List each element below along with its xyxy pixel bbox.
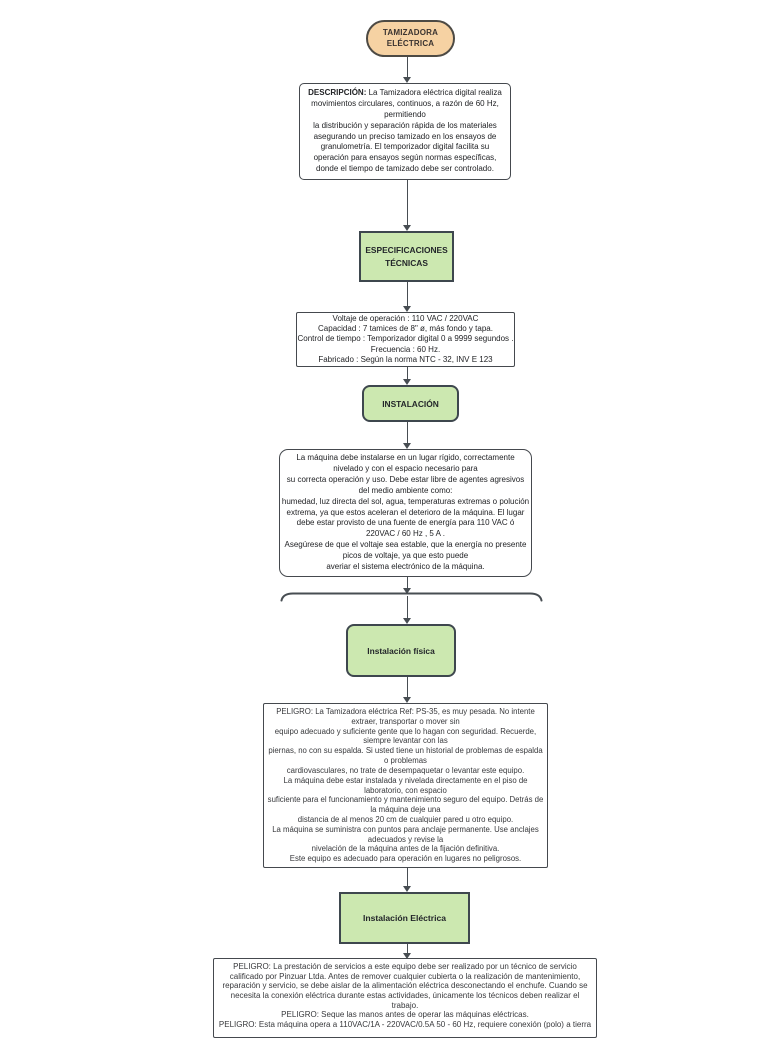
specs-box: Voltaje de operación : 110 VAC / 220VAC …	[296, 312, 515, 367]
description-label: DESCRIPCIÓN:	[308, 88, 367, 97]
terminator-tamizadora-electrica: TAMIZADORA ELÉCTRICA	[366, 20, 455, 57]
arrow-head-icon	[403, 886, 412, 892]
arrow-shaft	[406, 57, 409, 78]
electrical-lines: PELIGRO: La prestación de servicios a es…	[218, 962, 592, 1030]
process-label: Instalación física	[367, 645, 435, 656]
arrow-shaft	[406, 596, 409, 619]
arrow-head-icon	[403, 443, 412, 449]
arrow-head-icon	[403, 306, 412, 312]
arrow-shaft	[406, 577, 409, 589]
connector-arrow-7	[403, 596, 412, 624]
description-text: DESCRIPCIÓN: La Tamizadora eléctrica dig…	[308, 88, 502, 175]
process-label: INSTALACIÓN	[382, 398, 439, 409]
specs-lines: Voltaje de operación : 110 VAC / 220VAC …	[297, 314, 514, 364]
connector-arrow-1	[403, 57, 412, 83]
arrow-head-icon	[403, 618, 412, 624]
terminator-label: TAMIZADORA ELÉCTRICA	[382, 27, 439, 48]
process-especificaciones-tecnicas: ESPECIFICACIONES TÉCNICAS	[359, 231, 454, 282]
connector-arrow-8	[403, 677, 412, 703]
arrow-shaft	[406, 677, 409, 698]
install-box: La máquina debe instalarse en un lugar r…	[279, 449, 532, 577]
process-instalacion-electrica: Instalación Eléctrica	[339, 892, 470, 944]
physical-danger-box: PELIGRO: La Tamizadora eléctrica Ref: PS…	[263, 703, 548, 868]
arrow-shaft	[406, 944, 409, 954]
arrow-shaft	[406, 868, 409, 887]
connector-arrow-10	[403, 944, 412, 959]
process-instalacion: INSTALACIÓN	[362, 385, 459, 422]
process-label: Instalación Eléctrica	[362, 913, 447, 923]
process-instalacion-fisica: Instalación física	[346, 624, 456, 677]
arrow-shaft	[406, 422, 409, 444]
arrow-head-icon	[403, 697, 412, 703]
install-lines: La máquina debe instalarse en un lugar r…	[281, 453, 530, 571]
connector-arrow-2	[403, 180, 412, 231]
arrow-shaft	[406, 180, 409, 226]
arrow-head-icon	[403, 953, 412, 959]
description-box: DESCRIPCIÓN: La Tamizadora eléctrica dig…	[299, 83, 511, 180]
physical-lines: PELIGRO: La Tamizadora eléctrica Ref: PS…	[267, 707, 544, 864]
arrow-shaft	[406, 367, 409, 380]
connector-arrow-9	[403, 868, 412, 892]
arrow-head-icon	[403, 77, 412, 83]
arrow-head-icon	[403, 588, 412, 594]
connector-arrow-5	[403, 422, 412, 449]
page-divider-line	[280, 592, 543, 602]
arrow-head-icon	[403, 225, 412, 231]
connector-arrow-3	[403, 282, 412, 312]
arrow-shaft	[406, 282, 409, 307]
description-lines: La Tamizadora eléctrica digital realiza …	[311, 88, 502, 174]
connector-arrow-4	[403, 367, 412, 385]
electrical-danger-box: PELIGRO: La prestación de servicios a es…	[213, 958, 597, 1038]
connector-arrow-6	[403, 577, 412, 594]
process-label: ESPECIFICACIONES TÉCNICAS	[365, 244, 448, 268]
arrow-head-icon	[403, 379, 412, 385]
